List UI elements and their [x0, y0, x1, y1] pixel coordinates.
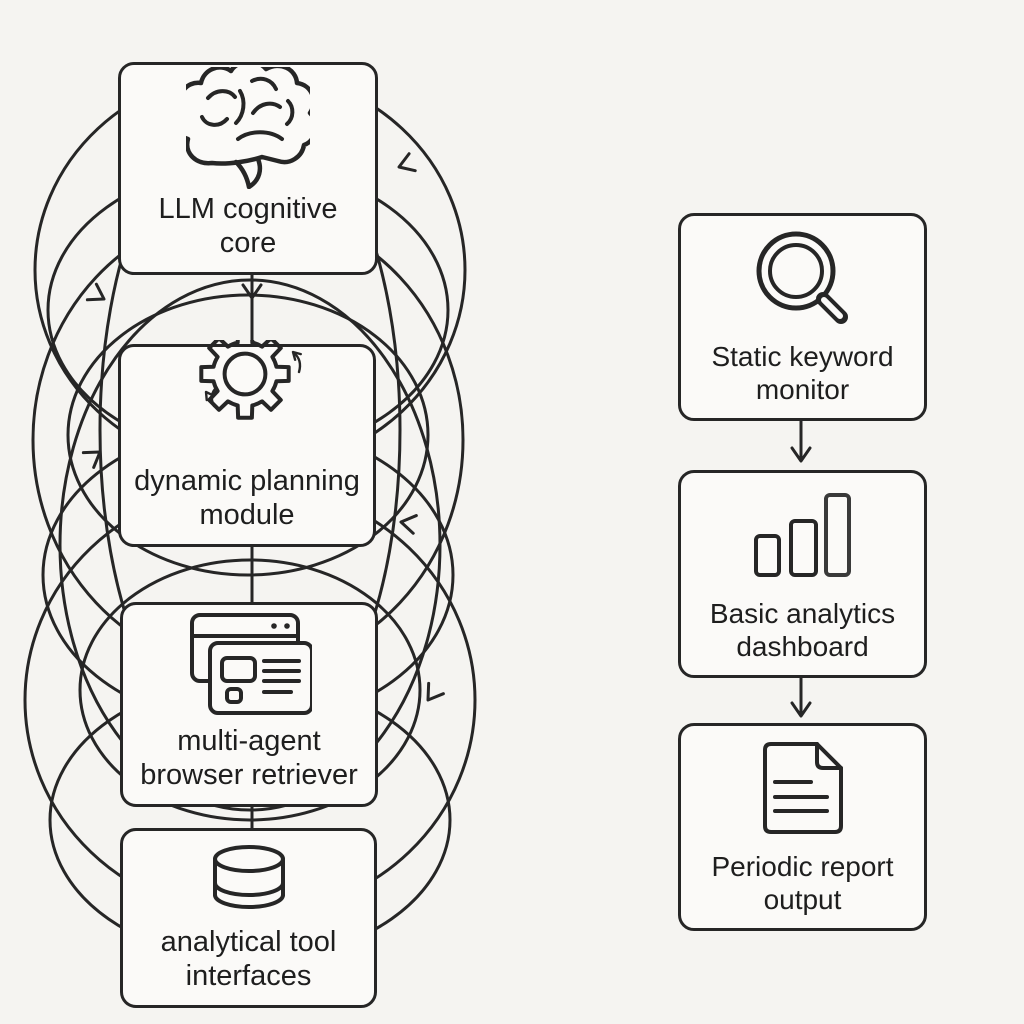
node-label: Periodic report output	[711, 850, 894, 915]
rotation-arrow-icon	[204, 387, 217, 407]
arrowhead-icon	[426, 681, 445, 702]
node-label: analytical tool interfaces	[160, 925, 337, 992]
document-icon	[762, 741, 843, 834]
gear-icon	[199, 339, 302, 420]
rotation-arrow-icon	[291, 350, 302, 373]
node-llm-cognitive-core: LLM cognitive core	[118, 62, 378, 275]
left-column-connectors	[241, 273, 263, 830]
right-column-connectors	[790, 419, 812, 718]
arrowhead-icon	[81, 450, 102, 469]
bar-chart-icon	[753, 492, 851, 577]
tangle-arrowheads	[81, 152, 445, 702]
arrowhead-icon	[790, 446, 812, 463]
node-dynamic-planning-module: dynamic planning module	[118, 339, 376, 547]
node-basic-analytics-dashboard: Basic analytics dashboard	[678, 470, 927, 678]
node-analytical-tool-interfaces: analytical tool interfaces	[120, 828, 377, 1008]
search-icon	[756, 231, 848, 324]
node-label: dynamic planning module	[134, 464, 360, 531]
arrowhead-icon	[241, 283, 263, 300]
browser-windows-icon	[190, 613, 312, 716]
node-label: Basic analytics dashboard	[709, 597, 896, 662]
arrowhead-icon	[85, 282, 106, 302]
node-periodic-report-output: Periodic report output	[678, 723, 927, 931]
node-multi-agent-browser-retriever: multi-agent browser retriever	[120, 602, 378, 807]
node-label: LLM cognitive core	[158, 192, 338, 259]
node-label: Static keyword monitor	[711, 340, 894, 405]
node-label: multi-agent browser retriever	[140, 724, 358, 791]
node-static-keyword-monitor: Static keyword monitor	[678, 213, 927, 421]
brain-icon	[186, 67, 310, 190]
arrowhead-icon	[397, 152, 417, 173]
arrowhead-icon	[399, 514, 418, 535]
database-icon	[212, 844, 285, 909]
arrowhead-icon	[790, 701, 812, 718]
